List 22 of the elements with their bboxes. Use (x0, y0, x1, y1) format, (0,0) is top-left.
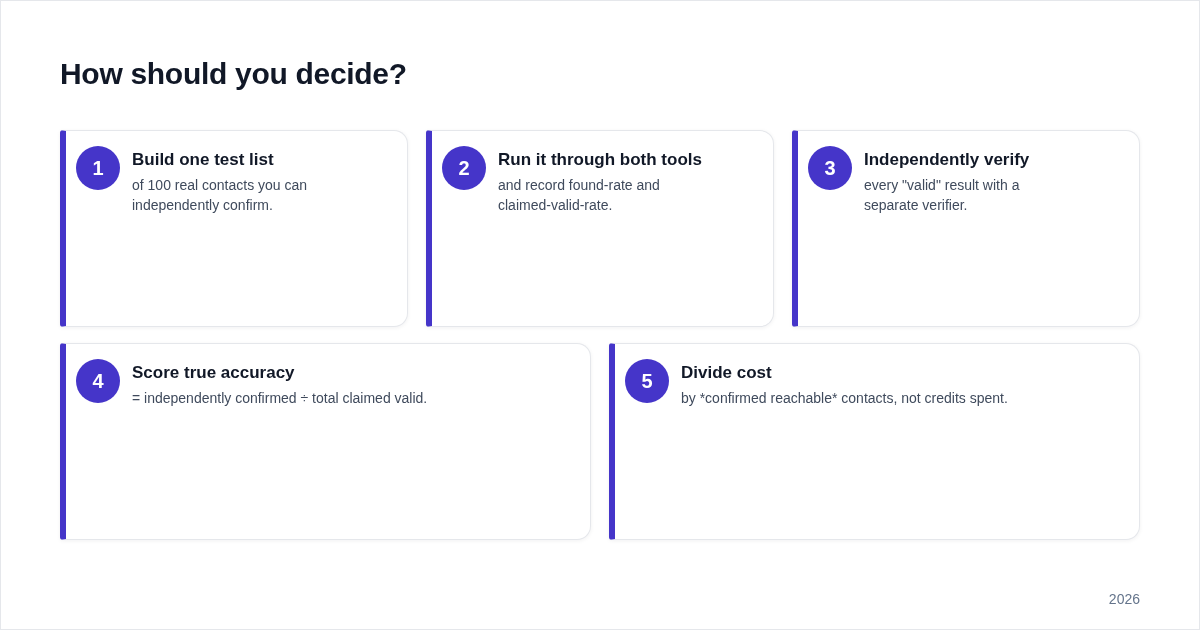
step-heading: Run it through both tools (498, 149, 702, 171)
step-number: 4 (76, 359, 120, 403)
step-description: by *confirmed reachable* contacts, not credits spent. (681, 389, 1008, 408)
step-number: 2 (442, 146, 486, 190)
page-title: How should you decide? (60, 56, 407, 92)
step-card (60, 343, 591, 540)
step-number: 3 (808, 146, 852, 190)
step-description: = independently confirmed ÷ total claimed valid. (132, 389, 428, 408)
step-card (60, 130, 408, 327)
step-description: every "valid" result with a separate verifier. (864, 176, 1021, 215)
step-description: of 100 real contacts you can independently confirm. (132, 176, 309, 215)
year-label: 2026 (1108, 590, 1140, 608)
step-number: 1 (76, 146, 120, 190)
step-heading: Independently verify (864, 149, 1030, 171)
step-card (609, 343, 1140, 540)
step-card (792, 130, 1140, 327)
step-heading: Divide cost (681, 362, 772, 384)
step-description: and record found-rate and claimed-valid-rate. (498, 176, 661, 215)
step-heading: Build one test list (132, 149, 274, 171)
step-number: 5 (625, 359, 669, 403)
step-card (426, 130, 774, 327)
step-heading: Score true accuracy (132, 362, 295, 384)
